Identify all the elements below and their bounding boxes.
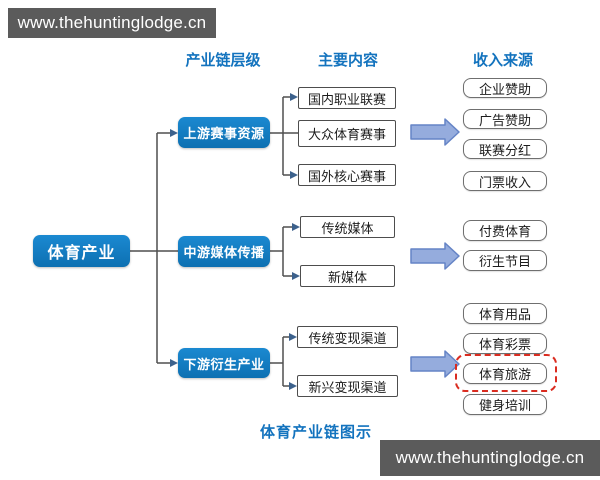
watermark-banner-top: www.thehuntinglodge.cn — [8, 8, 216, 38]
content-box: 新兴变现渠道 — [297, 375, 398, 397]
arrowhead-icon — [290, 93, 298, 101]
level-node-downstream: 下游衍生产业 — [178, 348, 270, 378]
income-box: 企业赞助 — [463, 78, 547, 98]
income-box-highlighted: 体育旅游 — [463, 363, 547, 384]
income-box: 体育用品 — [463, 303, 547, 324]
income-box: 衍生节目 — [463, 250, 547, 271]
arrowhead-icon — [170, 359, 178, 367]
flow-arrow-icon — [410, 242, 460, 270]
income-box: 体育彩票 — [463, 333, 547, 354]
arrowhead-icon — [170, 129, 178, 137]
income-box: 健身培训 — [463, 394, 547, 415]
content-box: 国外核心赛事 — [298, 164, 396, 186]
arrowhead-icon — [289, 333, 297, 341]
arrowhead-icon — [292, 223, 300, 231]
arrowhead-icon — [290, 171, 298, 179]
income-box: 广告赞助 — [463, 109, 547, 129]
flow-arrow-icon — [410, 118, 460, 146]
column-header-chain-level: 产业链层级 — [185, 52, 261, 69]
level-node-upstream: 上游赛事资源 — [178, 117, 270, 148]
flow-arrow-icon — [410, 350, 460, 378]
income-box: 门票收入 — [463, 171, 547, 191]
level-node-midstream: 中游媒体传播 — [178, 236, 270, 267]
root-node-sports-industry: 体育产业 — [33, 235, 130, 267]
diagram-caption: 体育产业链图示 — [259, 424, 372, 441]
income-box: 联赛分红 — [463, 139, 547, 159]
watermark-banner-bottom: www.thehuntinglodge.cn — [380, 440, 600, 476]
content-box: 新媒体 — [300, 265, 395, 287]
content-box: 传统变现渠道 — [297, 326, 398, 348]
column-header-income-source: 收入来源 — [472, 52, 533, 69]
highlight-dashed-box — [455, 354, 557, 392]
arrowhead-icon — [292, 272, 300, 280]
income-box: 付费体育 — [463, 220, 547, 241]
content-box: 国内职业联赛 — [298, 87, 396, 109]
arrowhead-icon — [289, 382, 297, 390]
column-header-main-content: 主要内容 — [317, 52, 378, 69]
content-box: 传统媒体 — [300, 216, 395, 238]
content-box: 大众体育赛事 — [298, 120, 396, 147]
